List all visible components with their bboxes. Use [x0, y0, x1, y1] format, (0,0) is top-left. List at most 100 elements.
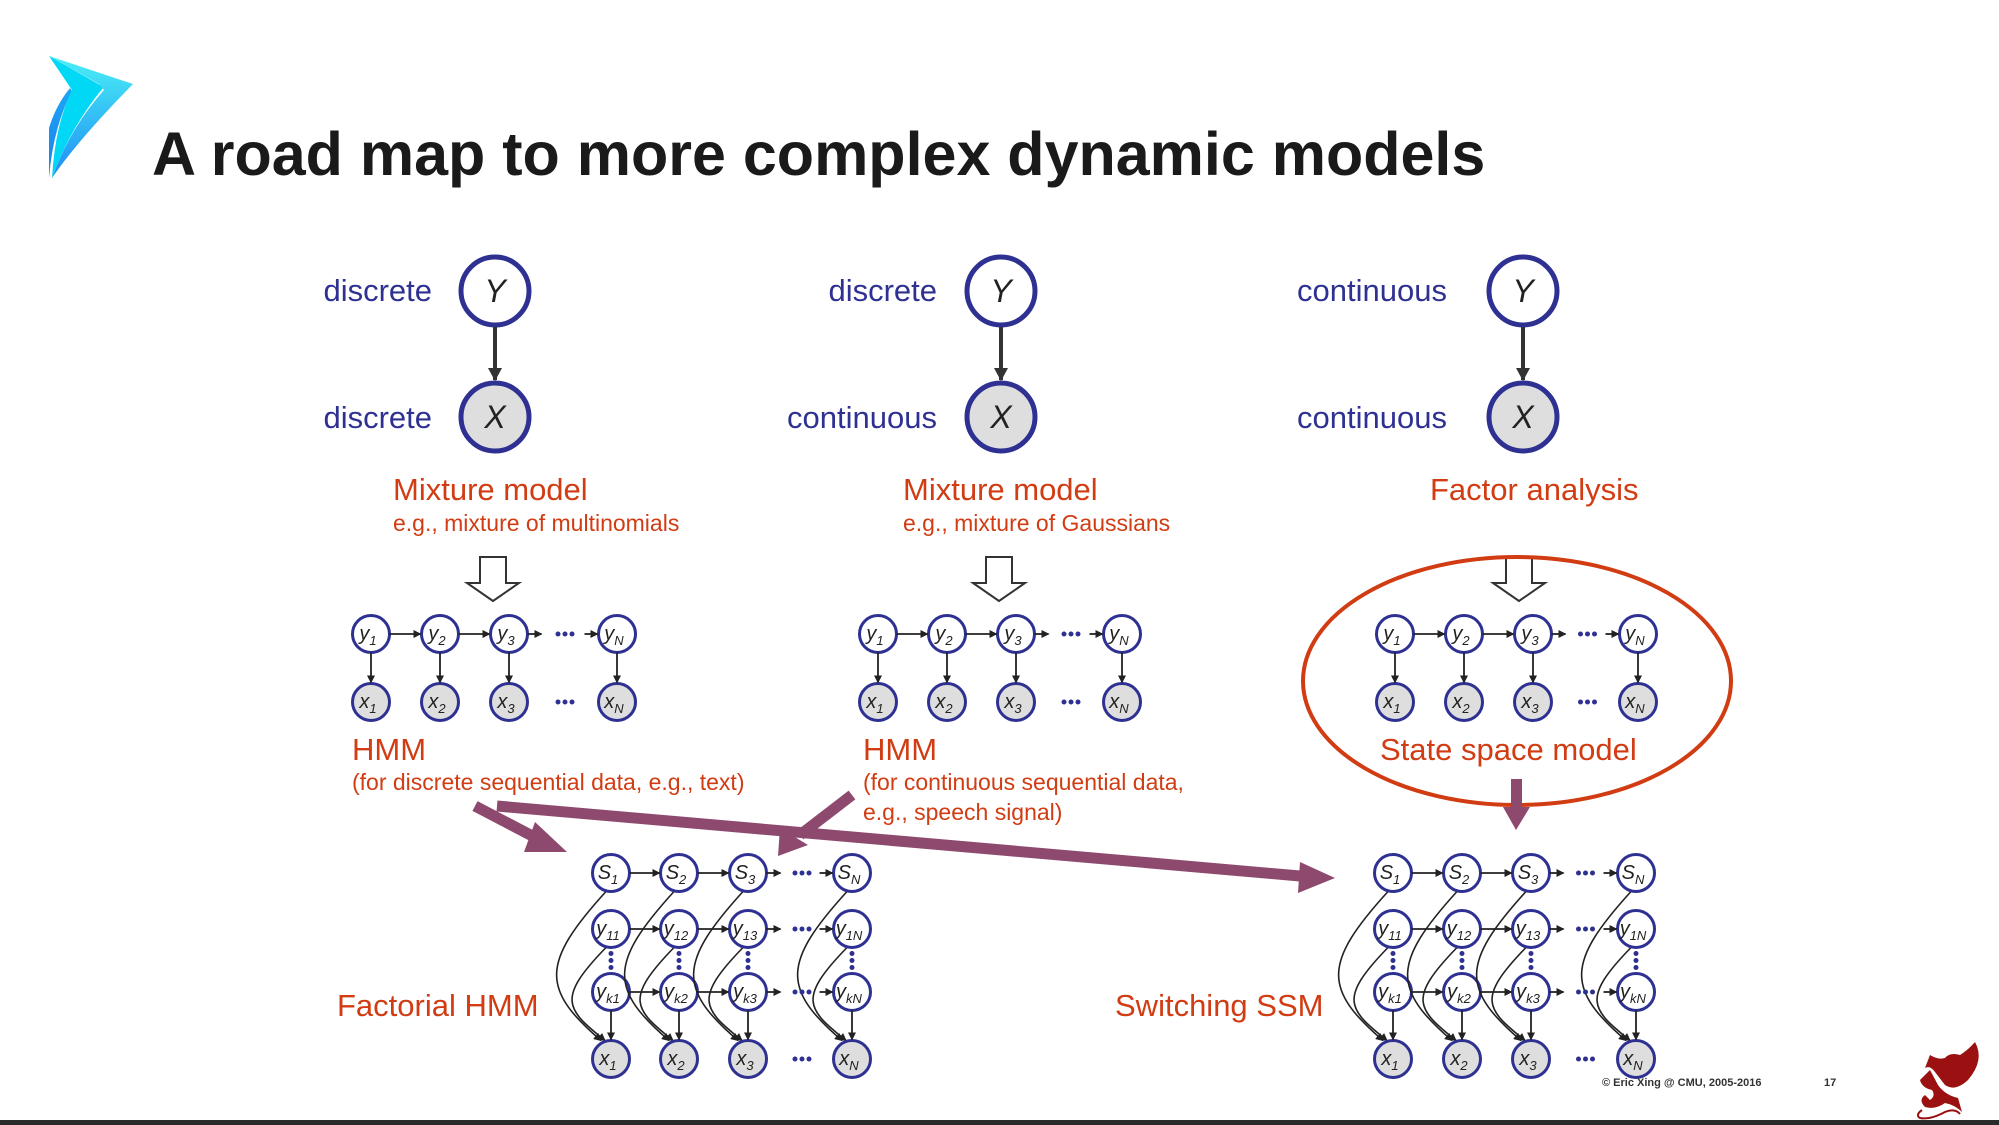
chain1-node-label: y1N	[1618, 918, 1647, 943]
hidden-node-label: y2	[1450, 623, 1470, 648]
chain1-node-label: y11	[594, 918, 620, 943]
observed-node-label: x1	[1380, 1048, 1398, 1073]
switch-to-observed-edge	[692, 890, 744, 1042]
latent-node-Y	[458, 254, 532, 328]
vertical-ellipsis-dots	[1528, 951, 1534, 970]
chain1-to-observed-edge	[1596, 946, 1632, 1042]
switching-ssm-label: Switching SSM	[1115, 988, 1323, 1023]
hmm-discrete-desc: (for discrete sequential data, e.g., tex…	[352, 769, 744, 795]
hidden-node-label: yN	[602, 623, 624, 648]
observed-node	[858, 682, 898, 722]
ellipsis-dots	[792, 870, 812, 876]
x-type-label: discrete	[323, 400, 432, 435]
chaink-node-label: yk2	[662, 981, 689, 1006]
ellipsis-dots	[792, 926, 812, 932]
vertical-ellipsis-dots	[745, 951, 751, 970]
switch-node-label: S1	[598, 862, 619, 887]
bottom-border	[0, 1120, 1999, 1125]
basic-model-example: e.g., mixture of Gaussians	[903, 510, 1170, 536]
vertical-ellipsis-dots	[1459, 951, 1465, 970]
observed-node-label: x1	[598, 1048, 616, 1073]
observed-node	[1442, 1039, 1482, 1079]
chain1-node	[1616, 909, 1656, 949]
switch-node	[1616, 853, 1656, 893]
hidden-node-label: y3	[1519, 623, 1539, 648]
observed-node	[591, 1039, 631, 1079]
hollow-down-arrow-2	[969, 556, 1029, 603]
vertical-ellipsis-dots	[608, 951, 614, 970]
latent-node-label: Y	[990, 273, 1014, 309]
vertical-ellipsis-dots	[1390, 951, 1396, 970]
ellipsis-dots	[555, 699, 575, 705]
observed-node-label: X	[1511, 399, 1535, 435]
observed-node-label: x3	[1003, 691, 1022, 716]
chain1-to-observed-edge	[639, 946, 675, 1042]
hidden-node-label: y2	[933, 623, 953, 648]
switch-to-observed-edge	[1406, 890, 1458, 1042]
observed-node	[1102, 682, 1142, 722]
hidden-node-label: y1	[1381, 623, 1400, 648]
sequential-chains: y1x1y2x2y3x3yNxNy1x1y2x2y3x3yNxNy1x1y2x2…	[351, 614, 1658, 722]
complex-models: S1y11yk1x1S2y12yk2x2S3y13yk3x3SNy1NykNxN…	[555, 853, 1656, 1079]
observed-node	[659, 1039, 699, 1079]
x-type-label: continuous	[787, 400, 937, 435]
footer-copyright: © Eric Xing @ CMU, 2005-2016	[1602, 1077, 1761, 1089]
y-type-label: discrete	[828, 273, 937, 308]
slide-title: A road map to more complex dynamic model…	[152, 120, 1485, 188]
observed-node	[597, 682, 637, 722]
factorial-hmm-label: Factorial HMM	[337, 988, 539, 1023]
basic-models: YXdiscretediscreteYXdiscretecontinuousYX…	[323, 254, 1638, 536]
observed-node-X	[458, 380, 532, 454]
chain1-node-label: y13	[1514, 918, 1541, 943]
ellipsis-dots	[1576, 870, 1595, 876]
switch-to-observed-edge	[1475, 890, 1527, 1042]
flow-arrows	[472, 779, 1530, 893]
observed-node-label: X	[483, 399, 507, 435]
ellipsis-dots	[792, 1056, 812, 1062]
ellipsis-dots	[1576, 926, 1595, 932]
observed-node	[1375, 682, 1415, 722]
observed-node-label: x3	[1518, 1048, 1537, 1073]
observed-node	[1618, 682, 1658, 722]
hmm-continuous-label: HMM	[863, 732, 937, 767]
switch-node-label: S3	[735, 862, 756, 887]
chaink-node-label: yk3	[1514, 981, 1541, 1006]
vertical-ellipsis-dots	[676, 951, 682, 970]
x-type-label: continuous	[1297, 400, 1447, 435]
chain1-node-label: y1N	[834, 918, 863, 943]
chaink-node-label: yk1	[594, 981, 620, 1006]
chain1-node-label: y13	[731, 918, 758, 943]
basic-model-name: Mixture model	[903, 472, 1098, 507]
vertical-ellipsis-dots	[1633, 951, 1639, 970]
chaink-node-label: yk2	[1445, 981, 1472, 1006]
basic-model-name: Mixture model	[393, 472, 588, 507]
latent-node-label: Y	[484, 273, 508, 309]
observed-node-X	[964, 380, 1038, 454]
latent-node-label: Y	[1512, 273, 1536, 309]
chaink-node-label: yk1	[1376, 981, 1402, 1006]
switch-node-label: SN	[838, 862, 861, 887]
state-space-model-label: State space model	[1380, 732, 1637, 767]
chain1-to-observed-edge	[812, 946, 848, 1042]
switch-to-observed-edge	[1337, 890, 1389, 1042]
ellipsis-dots	[1576, 1056, 1595, 1062]
observed-node-label: x3	[496, 691, 515, 716]
ellipsis-dots	[1576, 989, 1595, 995]
observed-node	[1373, 1039, 1413, 1079]
chain1-node-label: y11	[1376, 918, 1402, 943]
switch-to-observed-edge	[796, 890, 848, 1042]
observed-node-label: x2	[427, 691, 446, 716]
switch-node-label: S2	[666, 862, 687, 887]
observed-node-label: x2	[934, 691, 953, 716]
ellipsis-dots	[1061, 631, 1081, 637]
arrow-hmm-to-switching	[496, 800, 1335, 893]
chain1-node-label: y12	[662, 918, 689, 943]
observed-node-label: x2	[666, 1048, 685, 1073]
chaink-node-label: ykN	[1618, 981, 1647, 1006]
ellipsis-dots	[1578, 699, 1597, 705]
dragon-logo-icon	[1916, 1042, 1979, 1120]
